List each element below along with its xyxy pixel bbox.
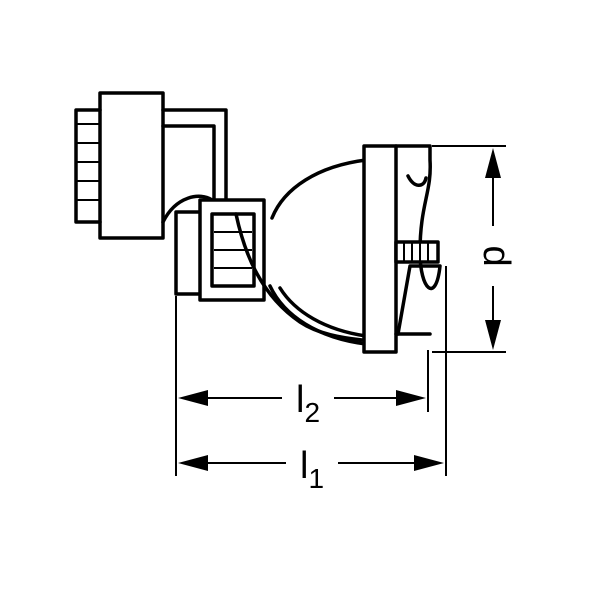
connector-plug — [74, 91, 165, 240]
dimension-l1: l1 — [178, 445, 444, 494]
dimension-l1-label: l1 — [300, 445, 324, 494]
extension-lines — [175, 266, 447, 476]
cable — [161, 108, 228, 224]
dimension-d: d — [432, 145, 517, 353]
dimension-l2: l2 — [178, 379, 426, 428]
reflector-bowl — [268, 158, 368, 346]
dimension-l2-label: l2 — [296, 379, 320, 428]
lamp-base — [174, 198, 364, 342]
front-flange — [362, 144, 442, 354]
dimension-d-label: d — [475, 245, 517, 266]
